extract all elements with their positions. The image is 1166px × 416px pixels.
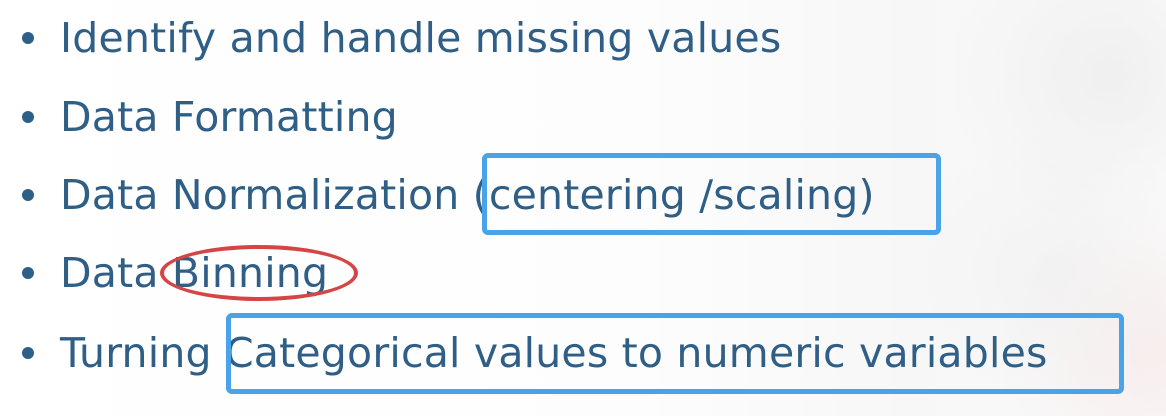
bullet-item: Data Formatting [22,89,398,145]
bullet-dot [22,347,34,359]
bullet-item: Data Normalization (centering /scaling) [22,167,875,223]
bullet-text: Data Normalization (centering /scaling) [60,170,875,219]
bullet-dot [22,267,34,279]
bullet-text: Identify and handle missing values [60,13,782,62]
bullet-dot [22,111,34,123]
bullet-text: Turning Categorical values to numeric va… [60,328,1048,377]
highlight-ellipse-binning [160,245,358,301]
bullet-item: Turning Categorical values to numeric va… [22,325,1048,381]
bullet-item: Identify and handle missing values [22,10,781,66]
bullet-text: Data Formatting [60,92,398,141]
bullet-dot [22,32,34,44]
highlight-box-centering-scaling [482,153,941,235]
highlight-box-categorical-values [226,313,1124,394]
bullet-dot [22,189,34,201]
